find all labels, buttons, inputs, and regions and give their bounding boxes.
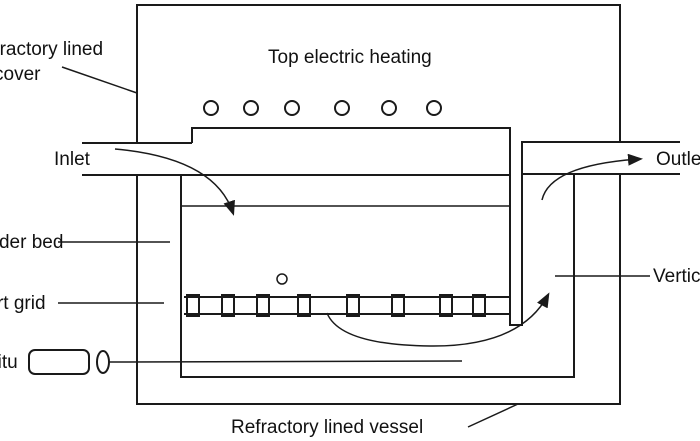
cover-outline	[136, 4, 621, 142]
heater-circle	[203, 100, 219, 116]
inlet-flow-arrow	[114, 148, 235, 216]
vessel-label: Refractory lined vessel	[231, 417, 423, 438]
vertical-label: Vertical	[653, 266, 700, 287]
grid-block	[439, 294, 453, 317]
insitu-probe-line	[108, 360, 463, 363]
grid-block	[472, 294, 486, 317]
heater-circle	[381, 100, 397, 116]
cover-label-line2: cover	[0, 64, 41, 85]
inlet-label: Inlet	[54, 149, 91, 170]
grid-blocks	[186, 294, 486, 317]
cover-leader	[61, 66, 138, 94]
grid-block	[221, 294, 235, 317]
grid-block	[391, 294, 405, 317]
bed-label: Powder bed	[0, 232, 63, 253]
heater-elements	[203, 100, 442, 116]
vessel-leader	[467, 403, 519, 428]
heater-circle	[243, 100, 259, 116]
insitu-probe-body	[28, 349, 90, 375]
heating-label: Top electric heating	[268, 47, 432, 68]
grid-block	[256, 294, 270, 317]
heater-circle	[426, 100, 442, 116]
outlet-label: Outlet	[656, 149, 700, 170]
insitu-probe-tip	[96, 350, 110, 374]
grid-block	[297, 294, 311, 317]
vessel-outer	[136, 174, 621, 405]
grid-label: Support grid	[0, 293, 46, 314]
outlet-flow-arrow	[541, 153, 643, 201]
grid-block	[346, 294, 360, 317]
heater-circle	[284, 100, 300, 116]
grid-flow-arrow	[326, 292, 550, 347]
particle-icon	[276, 273, 288, 285]
cover-label-line1: Refractory lined	[0, 39, 103, 60]
grid-block	[186, 294, 200, 317]
heater-circle	[334, 100, 350, 116]
vessel-inner	[180, 174, 575, 378]
insitu-label: In situ	[0, 352, 18, 373]
